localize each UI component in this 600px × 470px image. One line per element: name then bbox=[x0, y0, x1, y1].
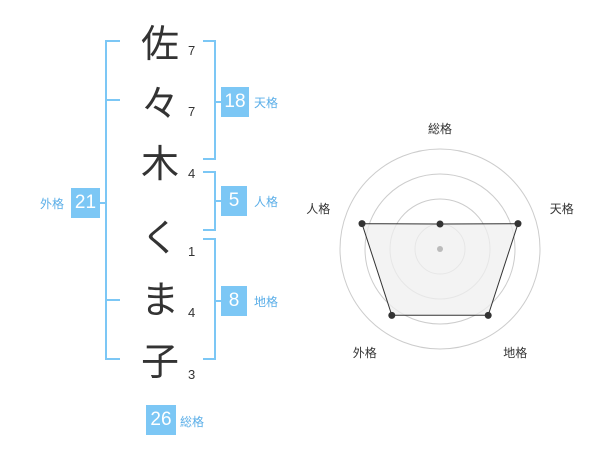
name-char-2: 々 bbox=[140, 82, 179, 126]
stroke-count-3: 4 bbox=[188, 166, 196, 181]
chikaku-bracket-spine bbox=[214, 238, 216, 360]
radar-polygon bbox=[361, 223, 519, 316]
soukaku-label: 総格 bbox=[180, 415, 205, 429]
radar-axis-label-2: 天格 bbox=[549, 202, 574, 217]
radar-point-2 bbox=[514, 220, 522, 228]
gaikaku-bracket-spine bbox=[105, 40, 107, 360]
tenkaku-label: 天格 bbox=[254, 96, 279, 110]
radar-center-dot bbox=[437, 246, 443, 252]
radar-ring bbox=[364, 173, 516, 325]
gaikaku-bracket-tick-2 bbox=[105, 299, 120, 301]
jinkaku-value-badge: 5 bbox=[221, 186, 247, 216]
gaikaku-connector bbox=[95, 202, 107, 204]
radar-point-5 bbox=[358, 220, 366, 228]
chikaku-bracket-top bbox=[203, 238, 216, 240]
jinkaku-bracket-top bbox=[203, 171, 216, 173]
jinkaku-bracket-bottom bbox=[203, 229, 216, 231]
radar-axis-label-5: 人格 bbox=[306, 202, 331, 217]
gaikaku-bracket-top bbox=[105, 40, 120, 42]
name-char-6: 子 bbox=[140, 340, 179, 384]
jinkaku-connector bbox=[214, 200, 222, 202]
stroke-count-6: 3 bbox=[188, 367, 196, 382]
stroke-count-5: 4 bbox=[188, 305, 196, 320]
radar-axis-label-3: 地格 bbox=[503, 345, 528, 360]
gaikaku-bracket-bottom bbox=[105, 358, 120, 360]
chikaku-connector bbox=[214, 300, 222, 302]
stroke-count-1: 7 bbox=[188, 43, 196, 58]
chikaku-value-badge: 8 bbox=[221, 286, 247, 316]
stroke-count-4: 1 bbox=[188, 244, 196, 259]
radar-axis-label-1: 総格 bbox=[428, 122, 453, 136]
radar-axis-label-4: 外格 bbox=[352, 345, 377, 360]
radar-ring bbox=[339, 148, 541, 350]
tenkaku-connector bbox=[214, 101, 222, 103]
stroke-count-2: 7 bbox=[188, 104, 196, 119]
chikaku-label: 地格 bbox=[254, 295, 279, 309]
name-char-4: く bbox=[140, 216, 179, 260]
radar-point-3 bbox=[484, 311, 492, 319]
chikaku-bracket-bottom bbox=[203, 358, 216, 360]
name-char-3: 木 bbox=[140, 142, 179, 186]
name-char-5: ま bbox=[140, 278, 179, 322]
name-char-1: 佐 bbox=[140, 22, 179, 66]
jinkaku-label: 人格 bbox=[254, 195, 279, 209]
radar-point-1 bbox=[436, 220, 444, 228]
tenkaku-bracket-spine bbox=[214, 40, 216, 160]
gaikaku-bracket-tick-1 bbox=[105, 99, 120, 101]
tenkaku-bracket-bottom bbox=[203, 158, 216, 160]
soukaku-value-badge: 26 bbox=[146, 405, 176, 435]
tenkaku-value-badge: 18 bbox=[221, 87, 249, 117]
gaikaku-label: 外格 bbox=[40, 197, 65, 211]
tenkaku-bracket-top bbox=[203, 40, 216, 42]
radar-point-4 bbox=[388, 311, 396, 319]
gaikaku-value-badge: 21 bbox=[71, 188, 100, 218]
